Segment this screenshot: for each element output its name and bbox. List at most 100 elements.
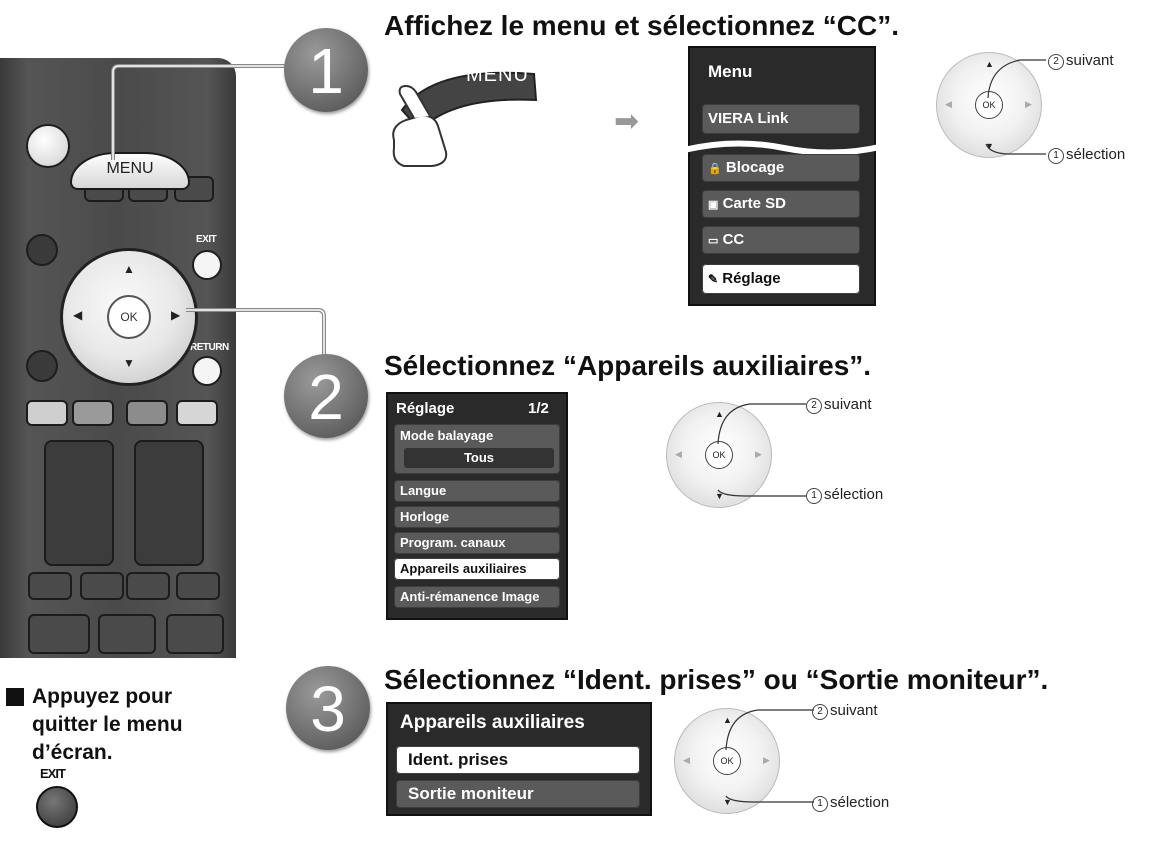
ok-button-icon: OK — [713, 747, 741, 775]
menu-item-label: Réglage — [722, 270, 781, 287]
main-menu-title: Menu — [708, 62, 753, 81]
callout-next-label: suivant — [830, 702, 878, 719]
ok-button-icon: OK — [705, 441, 733, 469]
reglage-item-anti-remanence[interactable]: Anti-rémanence Image — [394, 586, 560, 608]
down-arrow-icon[interactable]: ▼ — [123, 356, 135, 370]
remote-button[interactable] — [166, 614, 224, 654]
remote-side-button[interactable] — [26, 234, 58, 266]
power-button[interactable] — [26, 124, 70, 168]
mode-balayage-value[interactable]: Tous — [404, 448, 554, 468]
callout-select-label: sélection — [830, 794, 890, 811]
step-1-circle: 1 — [284, 28, 368, 112]
connector-step1-inner — [112, 65, 290, 160]
menu-item-label: CC — [722, 231, 745, 248]
main-menu-panel: Menu VIERA Link 🔒 Blocage ▣ Carte SD ▭ C… — [684, 46, 884, 306]
return-button[interactable] — [192, 356, 222, 386]
exit-button-icon — [36, 786, 78, 828]
remote-dpad[interactable]: ▲ ▼ ◀ ▶ OK — [60, 248, 198, 386]
exit-note-bullet-icon — [6, 688, 24, 706]
right-arrow-icon: ▶ — [763, 755, 770, 765]
reglage-page: 1/2 — [528, 400, 549, 417]
reglage-panel: Réglage 1/2 Mode balayage Tous Langue Ho… — [386, 392, 568, 620]
number-1-icon: 1 — [812, 796, 828, 812]
remote-button[interactable] — [28, 614, 90, 654]
menu-item-carte-sd[interactable]: ▣ Carte SD — [702, 190, 860, 218]
reglage-item-label: Program. canaux — [400, 535, 506, 550]
up-arrow-icon[interactable]: ▲ — [123, 262, 135, 276]
remote-button[interactable] — [28, 572, 72, 600]
color-button-blue[interactable] — [176, 400, 218, 426]
right-arrow-icon[interactable]: ▶ — [171, 308, 181, 322]
menu-item-cc[interactable]: ▭ CC — [702, 226, 860, 254]
exit-button[interactable] — [192, 250, 222, 280]
reglage-item-label: Langue — [400, 483, 447, 498]
reglage-item-label: Horloge — [400, 509, 450, 524]
step-2-heading: Sélectionnez “Appareils auxiliaires”. — [384, 350, 872, 381]
number-2-icon: 2 — [806, 398, 822, 414]
menu-item-reglage[interactable]: ✎ Réglage — [702, 264, 860, 294]
left-arrow-icon: ◀ — [675, 449, 682, 459]
reglage-item-program-canaux[interactable]: Program. canaux — [394, 532, 560, 554]
number-1-icon: 1 — [1048, 148, 1064, 164]
color-button-green[interactable] — [72, 400, 114, 426]
step-3-circle: 3 — [286, 666, 370, 750]
left-arrow-icon[interactable]: ◀ — [73, 308, 83, 322]
up-arrow-icon: ▲ — [715, 409, 724, 419]
hand-press-icon — [392, 71, 538, 167]
menu-item-label: Carte SD — [722, 195, 786, 212]
callout-select-label: sélection — [824, 486, 884, 503]
remote-button[interactable] — [126, 572, 170, 600]
connector-lines — [111, 64, 326, 360]
arrow-right-icon: ➡ — [614, 105, 640, 138]
aux-item-label: Sortie moniteur — [408, 784, 534, 803]
aux-panel: Appareils auxiliaires Ident. prises Sort… — [386, 702, 652, 816]
callout-lines-1 — [985, 59, 1046, 155]
exit-note-line: d’écran. — [32, 741, 113, 764]
reglage-item-horloge[interactable]: Horloge — [394, 506, 560, 528]
reglage-item-langue[interactable]: Langue — [394, 480, 560, 502]
dpad-diagram-1: ▲ ▼ ◀ ▶ OK — [936, 52, 1042, 158]
menu-item-label: Blocage — [725, 159, 785, 176]
step-2-circle: 2 — [284, 354, 368, 438]
menu-item-viera-link[interactable]: VIERA Link — [702, 104, 860, 134]
remote-button[interactable] — [98, 614, 156, 654]
channel-rocker[interactable] — [134, 440, 204, 566]
aux-panel-title: Appareils auxiliaires — [400, 712, 585, 733]
remote-side-button[interactable] — [26, 350, 58, 382]
number-2-icon: 2 — [1048, 54, 1064, 70]
remote-button[interactable] — [176, 572, 220, 600]
aux-item-ident-prises[interactable]: Ident. prises — [396, 746, 640, 774]
number-2-icon: 2 — [812, 704, 828, 720]
exit-note: Appuyez pour quitter le menu d’écran. — [32, 683, 183, 767]
connector-step2 — [186, 308, 326, 360]
menu-item-label: VIERA Link — [708, 110, 789, 127]
menu-item-blocage[interactable]: 🔒 Blocage — [702, 154, 860, 182]
remote-menu-button[interactable]: MENU — [70, 152, 190, 190]
volume-rocker[interactable] — [44, 440, 114, 566]
remote-button[interactable] — [80, 572, 124, 600]
return-label: RETURN — [190, 342, 229, 353]
reglage-item-appareils-auxiliaires[interactable]: Appareils auxiliaires — [394, 558, 560, 580]
callout-select-label: sélection — [1066, 146, 1126, 163]
callout-next-label: suivant — [1066, 52, 1114, 69]
ok-button[interactable]: OK — [107, 295, 151, 339]
color-button-red[interactable] — [26, 400, 68, 426]
step-3-heading: Sélectionnez “Ident. prises” ou “Sortie … — [384, 664, 1049, 695]
number-1-icon: 1 — [806, 488, 822, 504]
menu-break-wave — [684, 140, 884, 156]
right-arrow-icon: ▶ — [755, 449, 762, 459]
reglage-mode-balayage[interactable]: Mode balayage Tous — [394, 424, 560, 474]
color-button-yellow[interactable] — [126, 400, 168, 426]
wrench-icon: ✎ — [708, 272, 719, 286]
right-arrow-icon: ▶ — [1025, 99, 1032, 109]
connector-step1 — [111, 64, 290, 160]
aux-item-sortie-moniteur[interactable]: Sortie moniteur — [396, 780, 640, 808]
exit-note-button-label: EXIT — [40, 766, 66, 781]
exit-note-line: Appuyez pour — [32, 685, 172, 708]
down-arrow-icon: ▼ — [985, 141, 994, 151]
step-1-heading: Affichez le menu et sélectionnez “CC”. — [384, 10, 899, 41]
